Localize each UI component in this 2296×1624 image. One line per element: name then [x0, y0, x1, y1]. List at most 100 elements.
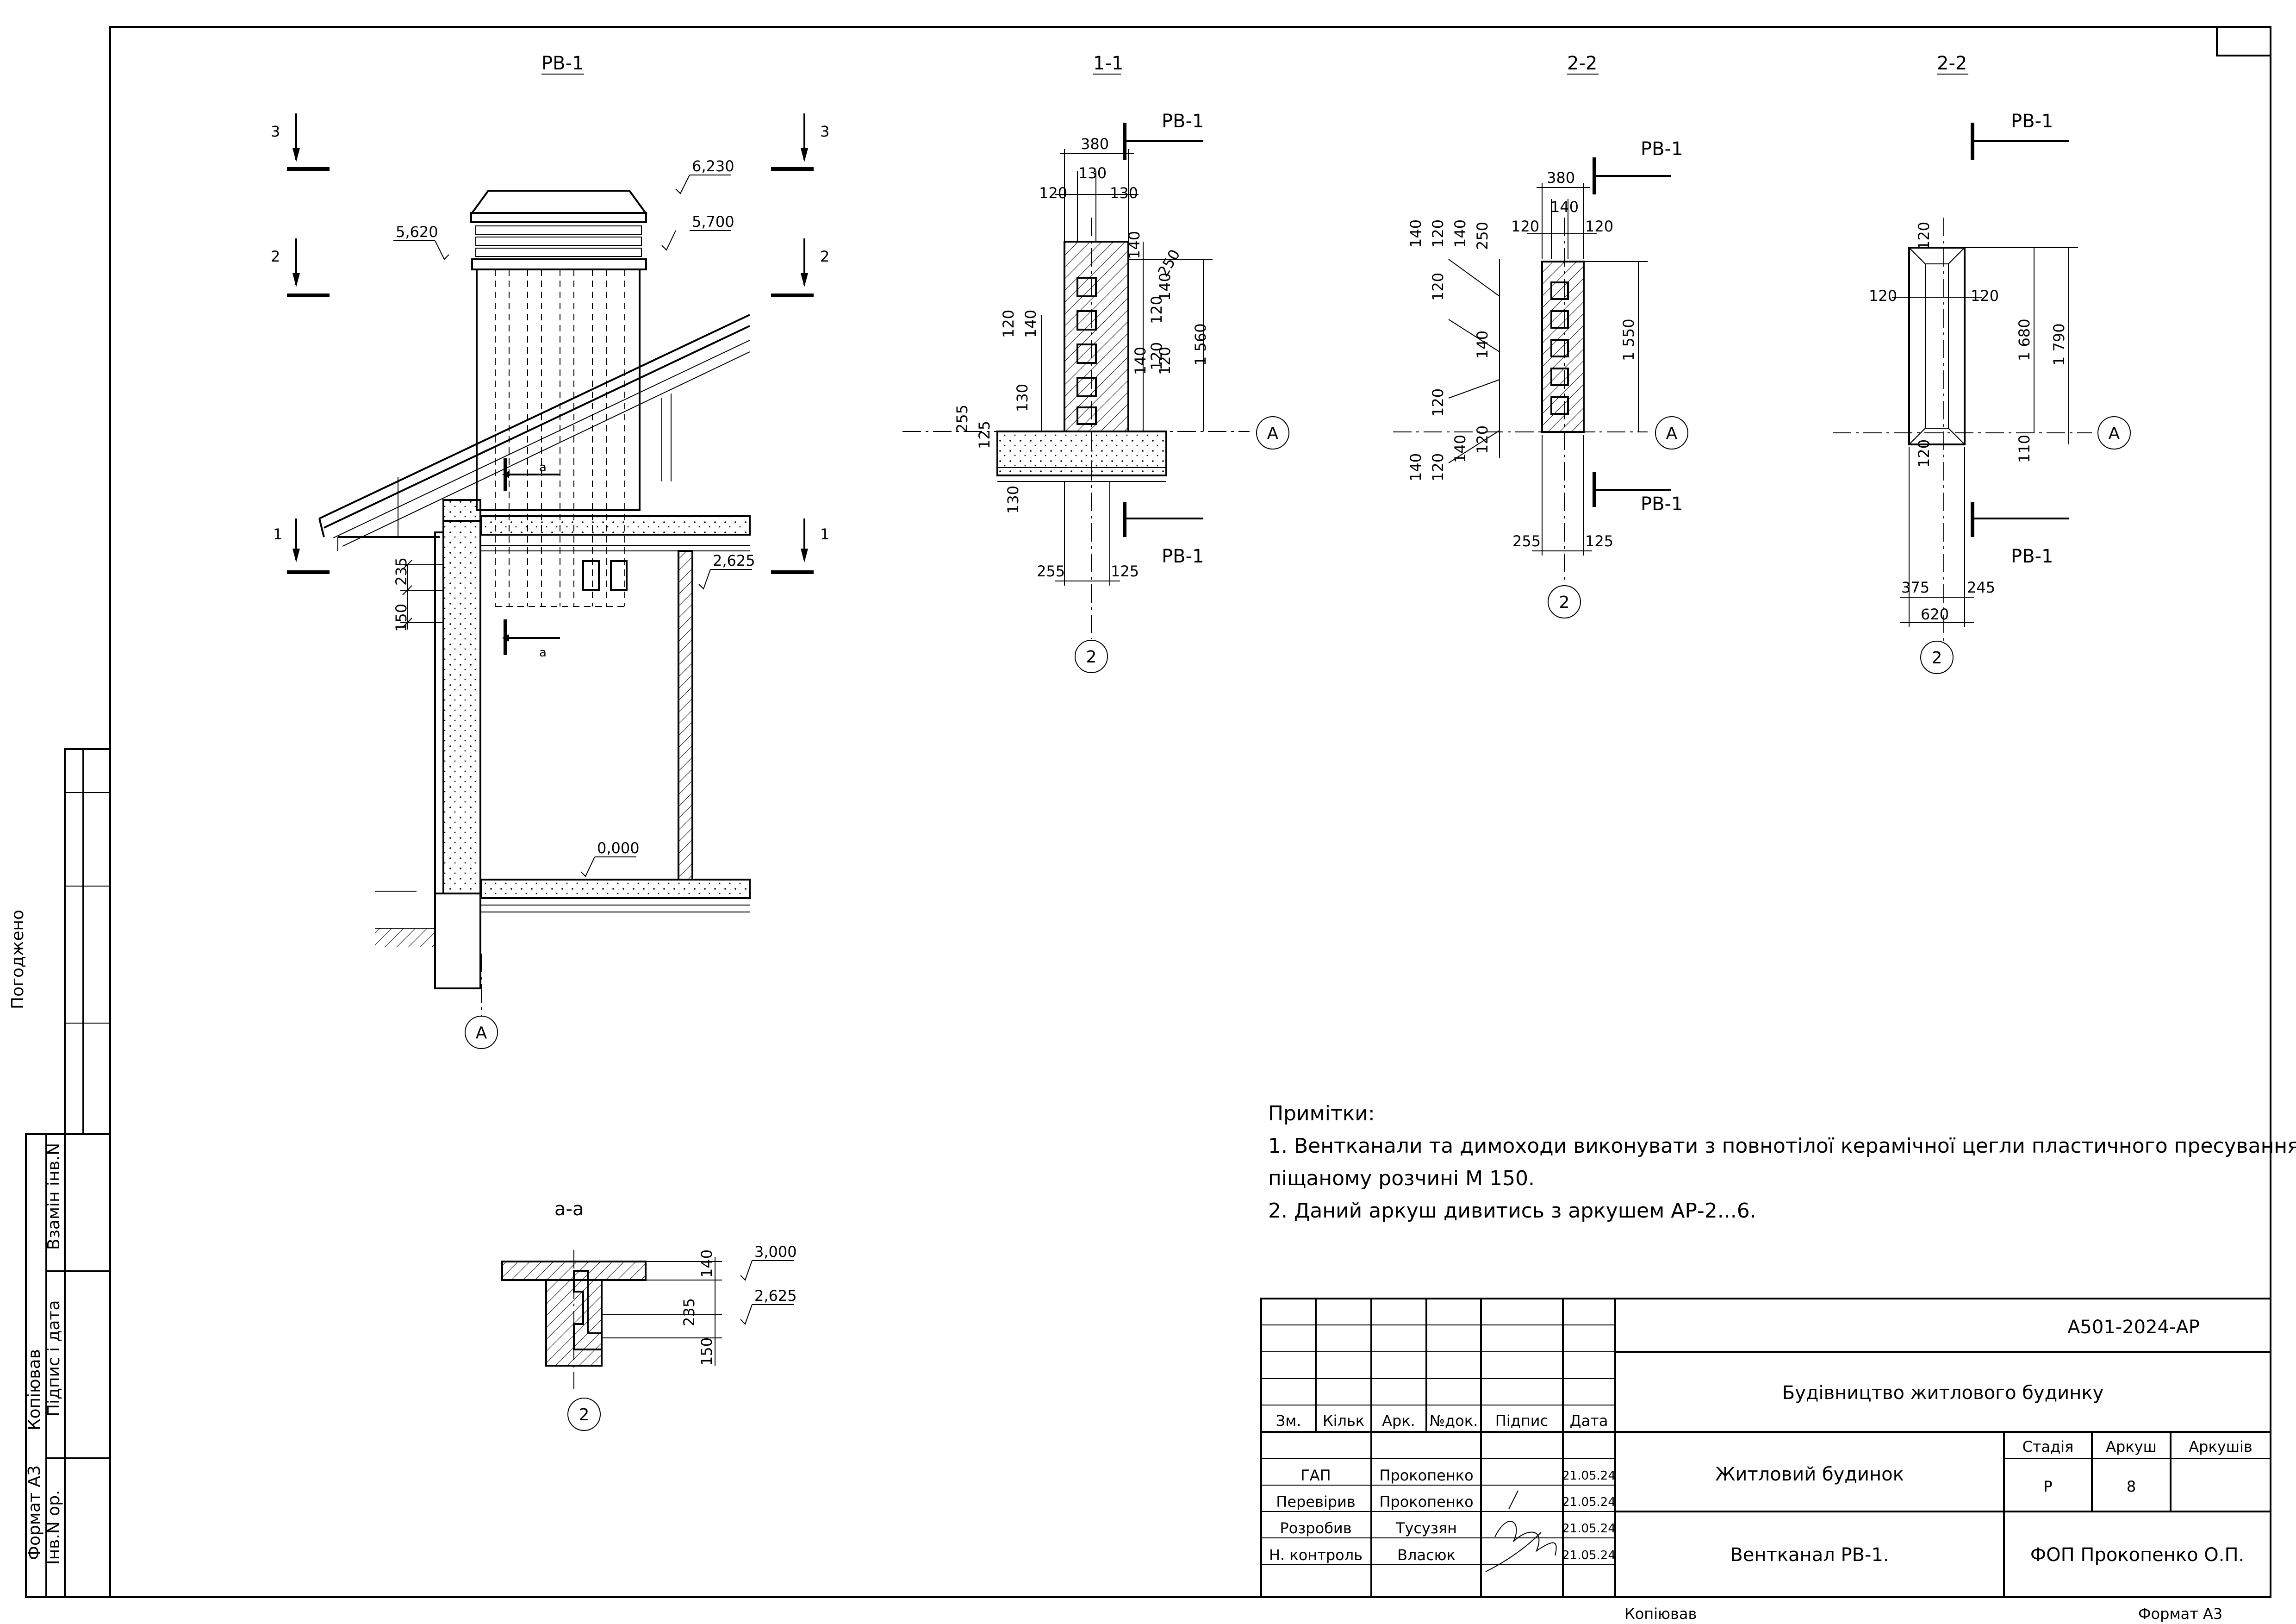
- svg-text:120: 120: [1039, 184, 1067, 202]
- svg-text:Тусузян: Тусузян: [1395, 1519, 1457, 1537]
- side-inv-orig: Інв.N ор.: [44, 1490, 63, 1565]
- svg-text:250: 250: [1474, 222, 1491, 250]
- cut-mark-3-left: 3: [271, 123, 280, 140]
- note-1-cont: піщаному розчині М 150.: [1268, 1167, 1535, 1190]
- floor-slab: [480, 515, 751, 551]
- aa-level-2625: 2,625: [754, 1287, 797, 1305]
- s22a-axis-a: [1655, 416, 1688, 450]
- note-1: 1. Вентканали та димоходи виконувати з п…: [1268, 1134, 2296, 1158]
- svg-text:Перевірив: Перевірив: [1276, 1493, 1355, 1511]
- title-block-row: Перевірив Прокопенко 21.05.24: [1276, 1493, 1616, 1511]
- tb-sheet-label: Аркуш: [2106, 1438, 2157, 1455]
- svg-text:130: 130: [1110, 184, 1138, 202]
- svg-text:140: 140: [1451, 219, 1469, 248]
- side-inv-replace: Взамін інв.N: [44, 1143, 63, 1250]
- col-pidpys: Підпис: [1495, 1412, 1548, 1430]
- title-block-row: Розробив Тусузян 21.05.24: [1280, 1519, 1615, 1537]
- title-block-row: ГАП Прокопенко 21.05.24: [1300, 1467, 1616, 1484]
- level-5700: 5,700: [692, 213, 734, 231]
- svg-text:1 680: 1 680: [2016, 319, 2033, 361]
- svg-text:140: 140: [1451, 435, 1469, 463]
- title-block: Зм. Кільк Арк. №док. Підпис Дата ГАП Про…: [1260, 1298, 2271, 1598]
- svg-text:А: А: [1267, 424, 1279, 443]
- s22b-axis-2: [1920, 641, 1954, 674]
- roof-slope: [318, 314, 750, 551]
- svg-text:140: 140: [1407, 219, 1425, 248]
- interior-wall: [678, 550, 693, 881]
- cut-mark-2-left: 2: [271, 248, 280, 265]
- svg-text:21.05.24: 21.05.24: [1562, 1522, 1616, 1536]
- svg-text:375: 375: [1901, 579, 1929, 596]
- s22b-ref-bottom: РВ-1: [2011, 546, 2053, 567]
- tb-stage: Р: [2043, 1478, 2052, 1495]
- svg-text:120: 120: [1511, 218, 1539, 235]
- view-section-2-2-a: 2-2 РВ-1 РВ-1 380 140 120 120: [1393, 53, 1688, 618]
- svg-text:Прокопенко: Прокопенко: [1379, 1493, 1473, 1511]
- s22a-axis-2: [1548, 585, 1581, 618]
- side-copied: Копіював: [25, 1349, 44, 1430]
- svg-text:А: А: [1666, 424, 1678, 443]
- level-0000: 0,000: [597, 839, 640, 857]
- svg-text:120: 120: [1429, 273, 1447, 301]
- svg-text:А: А: [2109, 424, 2120, 443]
- notes-block: Примітки: 1. Вентканали та димоходи вико…: [1268, 1102, 2296, 1223]
- svg-text:380: 380: [1547, 169, 1575, 187]
- s22a-flues: [1550, 281, 1569, 415]
- svg-text:125: 125: [976, 421, 993, 449]
- svg-text:125: 125: [1585, 532, 1613, 550]
- vent-grille-2: [610, 560, 628, 591]
- col-kilk: Кільк: [1323, 1412, 1364, 1430]
- s22b-hood: [1908, 247, 1966, 445]
- svg-text:380: 380: [1081, 135, 1109, 153]
- tb-code: А501-2024-АР: [2067, 1317, 2200, 1338]
- view-aa-title: а-а: [554, 1199, 584, 1220]
- svg-text:140: 140: [698, 1249, 716, 1278]
- view-rv1: РВ-1 3 2 1 3 2 1: [271, 53, 829, 1049]
- svg-text:150: 150: [698, 1337, 716, 1366]
- s11-ref-top: РВ-1: [1162, 111, 1204, 132]
- svg-text:150: 150: [392, 604, 410, 632]
- tb-sheets-label: Аркушів: [2189, 1438, 2252, 1455]
- col-ark: Арк.: [1382, 1412, 1415, 1430]
- s22a-ref-top: РВ-1: [1641, 138, 1683, 160]
- svg-text:130: 130: [1078, 164, 1107, 182]
- svg-text:а: а: [539, 646, 547, 660]
- svg-text:А: А: [476, 1024, 487, 1043]
- svg-text:Розробив: Розробив: [1280, 1519, 1351, 1537]
- tb-format: Формат А3: [2138, 1605, 2222, 1623]
- col-zm: Зм.: [1276, 1412, 1301, 1430]
- col-data: Дата: [1570, 1412, 1608, 1430]
- view-section-1-1: 1-1 РВ-1 РВ-1 380 1: [902, 53, 1289, 673]
- s22b-ref-top: РВ-1: [2011, 111, 2053, 132]
- view-rv1-title: РВ-1: [541, 53, 584, 74]
- ground-floor: [375, 879, 751, 947]
- svg-text:255: 255: [953, 405, 971, 433]
- svg-text:120: 120: [1971, 287, 1999, 305]
- s22a-ref-bottom: РВ-1: [1641, 493, 1683, 515]
- svg-text:130: 130: [1014, 384, 1031, 412]
- cut-mark-1-right: 1: [820, 525, 829, 543]
- svg-text:120: 120: [1915, 222, 1933, 250]
- view-11-title: 1-1: [1093, 53, 1123, 74]
- svg-text:120: 120: [1869, 287, 1897, 305]
- exterior-wall: [434, 499, 481, 989]
- svg-text:130: 130: [1004, 486, 1022, 514]
- side-format: Формат А3: [25, 1465, 44, 1560]
- tb-object: Житловий будинок: [1715, 1464, 1904, 1485]
- aa-axis-2: [567, 1398, 601, 1431]
- section-a-marks: а а: [502, 458, 560, 660]
- tb-org: ФОП Прокопенко О.П.: [2030, 1544, 2245, 1566]
- view-22a-title: 2-2: [1567, 53, 1597, 74]
- svg-text:245: 245: [1967, 579, 1995, 596]
- cut-mark-1-left: 1: [273, 525, 282, 543]
- svg-text:120: 120: [1148, 342, 1165, 370]
- cut-mark-2-right: 2: [820, 248, 829, 265]
- cut-marks-left: 3 2 1: [271, 113, 330, 574]
- view-section-a-a: а-а 140 235 150 3,000 2,625 2: [501, 1199, 797, 1431]
- svg-text:120: 120: [1429, 453, 1447, 481]
- svg-text:1 560: 1 560: [1192, 323, 1209, 366]
- chimney-flues-hidden: [495, 269, 625, 607]
- svg-text:140: 140: [1132, 347, 1149, 375]
- aa-level-3000: 3,000: [754, 1243, 797, 1261]
- svg-text:255: 255: [1512, 532, 1541, 550]
